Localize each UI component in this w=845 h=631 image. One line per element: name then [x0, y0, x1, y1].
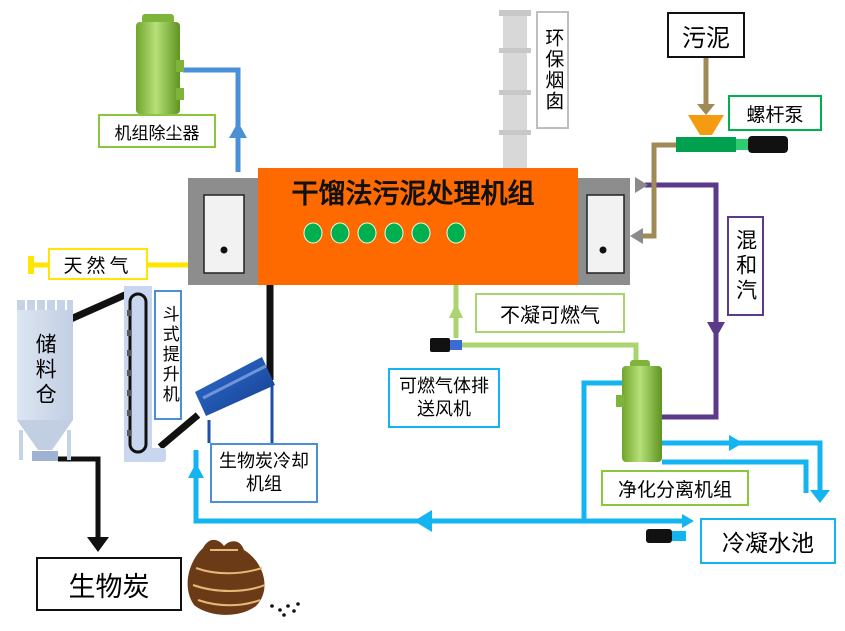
screw-pump-label: 螺杆泵 — [728, 95, 822, 131]
separator-icon — [616, 360, 662, 462]
gas-up-arrow — [449, 303, 463, 318]
chimney-label: 环保烟囱 — [536, 11, 569, 129]
biochar-cooler-label-text: 生物炭冷却机组 — [219, 450, 309, 495]
water-return-line — [193, 380, 823, 524]
condensate-pool-label: 冷凝水池 — [700, 518, 836, 564]
pool-pump-icon — [646, 529, 686, 543]
pump-icon — [676, 136, 788, 153]
filter-icon — [136, 14, 184, 114]
discharge-arrow — [87, 537, 109, 552]
silo-icon — [17, 300, 73, 461]
gas-inlet-cap — [28, 256, 34, 274]
dust-pipe-arrow — [229, 122, 247, 138]
water-down-arrow — [810, 490, 830, 503]
chimney-label-text: 环保烟囱 — [542, 28, 565, 112]
storage-silo-label: 储料仓 — [27, 322, 63, 418]
gas-fan-label-text: 可燃气体排送风机 — [399, 375, 489, 420]
elevator-icon — [124, 286, 166, 462]
sludge-label: 污泥 — [667, 12, 745, 58]
gas-fan-label: 可燃气体排送风机 — [388, 368, 500, 428]
purification-unit-label: 净化分离机组 — [601, 470, 749, 506]
steam-down-arrow — [707, 322, 725, 338]
water-left-arrow — [414, 510, 432, 532]
noncondensable-gas-label: 不凝可燃气 — [475, 293, 625, 333]
main-unit-title: 干馏法污泥处理机组 — [291, 179, 535, 210]
biochar-cooler-label: 生物炭冷却机组 — [210, 443, 318, 503]
water-in-arrow — [682, 514, 694, 528]
hopper-icon — [688, 115, 724, 135]
conveyor-icon — [195, 357, 275, 443]
sludge-drop-arrow — [697, 104, 715, 115]
discharge-line — [58, 456, 101, 540]
bucket-elevator-label-text: 斗式提升机 — [158, 305, 179, 405]
storage-silo-label-text: 储料仓 — [33, 332, 58, 408]
burner-row — [303, 222, 466, 244]
mixed-steam-label: 混和汽 — [727, 216, 764, 316]
biochar-label: 生物炭 — [36, 557, 182, 611]
natural-gas-label: 天然气 — [48, 248, 148, 280]
dust-collector-label: 机组除尘器 — [98, 114, 216, 148]
sludge-feed-line — [640, 142, 676, 239]
steam-in-arrow — [635, 177, 648, 193]
water-up-arrow — [188, 463, 204, 478]
bucket-elevator-label: 斗式提升机 — [154, 290, 182, 420]
sludge-in-arrow — [630, 228, 643, 244]
water-right-arrow — [729, 435, 743, 451]
mixed-steam-label-text: 混和汽 — [733, 228, 758, 304]
mixed-steam-line — [645, 182, 719, 420]
fan-icon — [430, 338, 462, 352]
biochar-bag-icon — [187, 539, 300, 617]
chimney-icon — [499, 10, 531, 170]
